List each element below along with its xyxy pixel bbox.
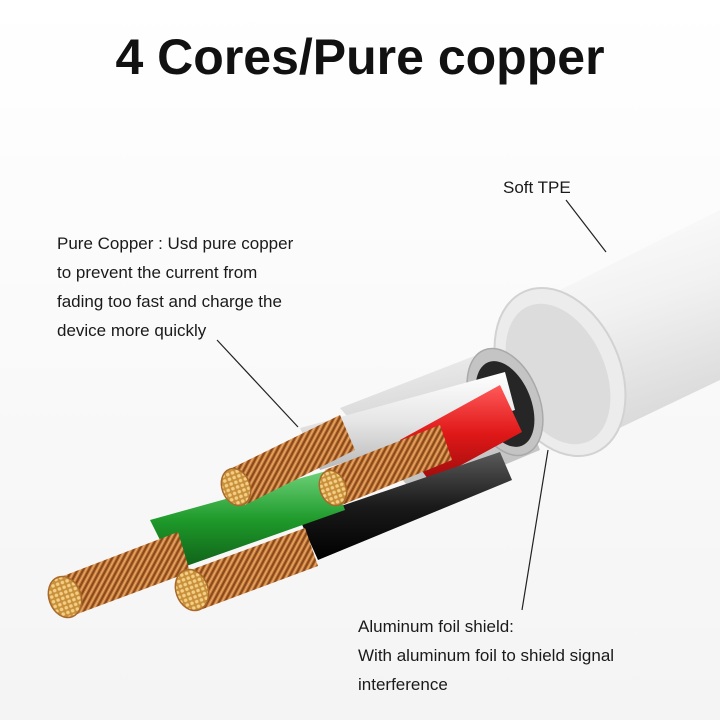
label-foil-line: Aluminum foil shield: [358, 617, 514, 636]
label-copper-line: Pure Copper : Usd pure copper [57, 234, 294, 253]
label-pure-copper: Pure Copper : Usd pure copper to prevent… [57, 229, 293, 345]
leader-line-foil [521, 449, 549, 611]
page-title: 4 Cores/Pure copper [115, 29, 605, 85]
leader-line-tpe [565, 199, 607, 253]
wire-insulation [150, 372, 522, 570]
label-copper-line: fading too fast and charge the [57, 292, 282, 311]
label-foil-line: With aluminum foil to shield signal [358, 646, 615, 665]
label-copper-line: device more quickly [57, 321, 207, 340]
label-foil-line: interference [358, 675, 448, 694]
leader-line-copper [216, 339, 299, 428]
label-soft-tpe-text: Soft TPE [503, 178, 571, 197]
label-aluminum-foil: Aluminum foil shield: With aluminum foil… [358, 612, 614, 699]
label-copper-line: to prevent the current from [57, 263, 258, 282]
label-soft-tpe: Soft TPE [503, 173, 571, 202]
copper-conductors [47, 415, 452, 619]
